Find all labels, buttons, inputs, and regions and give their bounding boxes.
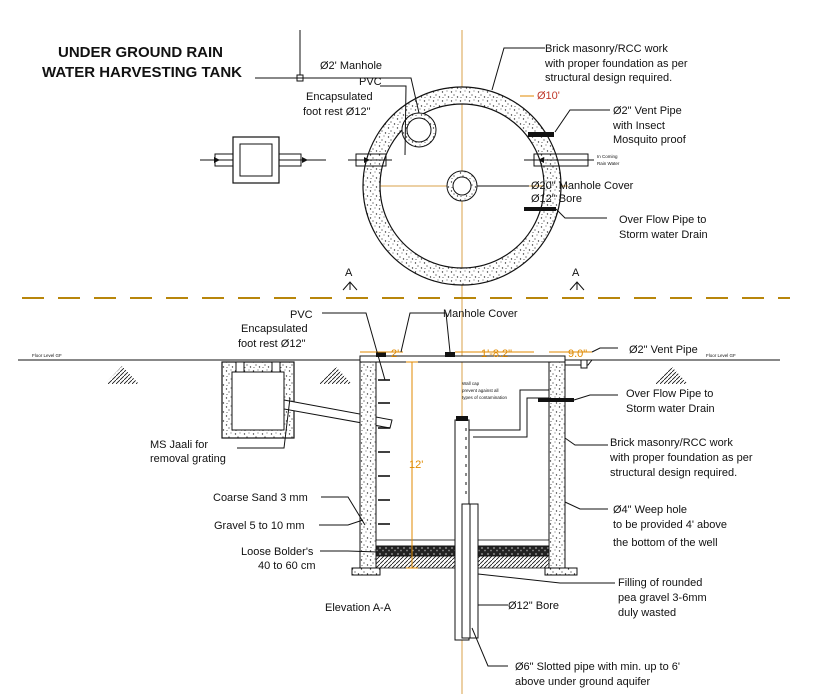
plan-manhole bbox=[401, 112, 437, 148]
plan-leaders bbox=[255, 30, 610, 219]
foot-rests bbox=[378, 379, 390, 525]
plan-overflow-pipe bbox=[524, 207, 556, 211]
plan-vent-line-2: with Insect bbox=[612, 120, 665, 132]
tank-left-wall bbox=[351, 359, 381, 576]
plan-pvc-line-1: PVC bbox=[359, 76, 382, 88]
plan-masonry-line-3: structural design required. bbox=[545, 72, 672, 84]
elev-pvc-line-1: PVC bbox=[290, 309, 313, 321]
plan-cover-label: Ø20" Manhole Cover bbox=[531, 180, 634, 192]
slotted-line-1: Ø6" Slotted pipe with min. up to 6' bbox=[515, 661, 680, 673]
boulder-line-1: Loose Bolder's bbox=[241, 546, 314, 558]
plan-pvc-line-3: foot rest Ø12" bbox=[303, 106, 371, 118]
weep-line-2: to be provided 4' above bbox=[613, 519, 727, 531]
filling-line-2: pea gravel 3-6mm bbox=[618, 592, 707, 604]
coarse-sand-label: Coarse Sand 3 mm bbox=[213, 492, 308, 504]
plan-vent-line-1: Ø2" Vent Pipe bbox=[613, 105, 682, 117]
ground-label-right: Floor Level GF bbox=[706, 353, 736, 358]
plan-overflow-line-1: Over Flow Pipe to bbox=[619, 214, 706, 226]
plan-vent-line-3: Mosquito proof bbox=[613, 134, 687, 146]
jaali-line-2: removal grating bbox=[150, 453, 226, 465]
drawing-title: UNDER GROUND RAIN WATER HARVESTING TANK bbox=[42, 44, 242, 81]
plan-manhole-cover bbox=[446, 170, 478, 202]
earth-symbols bbox=[105, 366, 688, 384]
elev-overflow-line-1: Over Flow Pipe to bbox=[626, 388, 713, 400]
elevation-view: Floor Level GF Floor Level GF bbox=[18, 308, 780, 688]
bore-pipe bbox=[454, 416, 479, 641]
tank-top-slab bbox=[359, 355, 566, 363]
wall-cap-line-2: prevent against all bbox=[462, 388, 499, 393]
plan-masonry-line-2: with proper foundation as per bbox=[544, 58, 688, 70]
section-mark-left: A bbox=[342, 267, 358, 291]
elev-vent-label: Ø2" Vent Pipe bbox=[629, 344, 698, 356]
section-mark-right: A bbox=[569, 267, 585, 291]
section-mark-right-label: A bbox=[572, 267, 580, 279]
elev-masonry-line-1: Brick masonry/RCC work bbox=[610, 437, 733, 449]
elev-bore-label: Ø12" Bore bbox=[508, 600, 559, 612]
wall-cap-line-3: types of contamination bbox=[462, 395, 508, 400]
plan-manhole-label: Ø2' Manhole bbox=[320, 60, 382, 72]
dim-right-label: 9.0" bbox=[568, 348, 587, 360]
manhole-frame-right bbox=[445, 352, 455, 357]
elevation-leaders bbox=[237, 312, 618, 667]
plan-incoming-pipe bbox=[524, 153, 594, 167]
depth-dimension bbox=[406, 361, 418, 569]
tank-right-wall bbox=[544, 359, 578, 576]
weep-line-1: Ø4" Weep hole bbox=[613, 504, 687, 516]
dim-mid-label: 1'-8.2" bbox=[481, 348, 512, 360]
vent-and-overflow-piping bbox=[469, 359, 593, 438]
elev-manhole-cover-label: Manhole Cover bbox=[443, 308, 518, 320]
slotted-line-2: above under ground aquifer bbox=[515, 676, 650, 688]
plan-overflow-line-2: Storm water Drain bbox=[619, 229, 708, 241]
weep-line-3: the bottom of the well bbox=[613, 537, 718, 549]
plan-tank-ring-wall bbox=[362, 86, 562, 286]
wall-cap-line-1: Wall cap bbox=[462, 381, 480, 386]
title-line-2: WATER HARVESTING TANK bbox=[42, 64, 242, 81]
filling-line-3: duly wasted bbox=[618, 607, 676, 619]
boulder-line-2: 40 to 60 cm bbox=[258, 560, 315, 572]
elev-pvc-line-3: foot rest Ø12" bbox=[238, 338, 306, 350]
elev-pvc-line-2: Encapsulated bbox=[241, 323, 308, 335]
plan-view: A A Ø2' Manhole PVC Encapsulated foot re… bbox=[200, 30, 708, 694]
plan-diameter-label: Ø10' bbox=[537, 90, 560, 102]
plan-inlet-pipe bbox=[348, 153, 392, 167]
jaali-line-1: MS Jaali for bbox=[150, 439, 208, 451]
plan-masonry-line-1: Brick masonry/RCC work bbox=[545, 43, 668, 55]
plan-pvc-line-2: Encapsulated bbox=[306, 91, 373, 103]
elevation-inlet-chamber bbox=[221, 361, 393, 439]
gravel-label: Gravel 5 to 10 mm bbox=[214, 520, 304, 532]
filling-line-1: Filling of rounded bbox=[618, 577, 702, 589]
elev-masonry-line-2: with proper foundation as per bbox=[609, 452, 753, 464]
dim-left-label: 2' bbox=[391, 348, 399, 360]
ground-label-left: Floor Level GF bbox=[32, 353, 62, 358]
manhole-frame-left bbox=[376, 352, 386, 357]
elev-overflow-line-2: Storm water Drain bbox=[626, 403, 715, 415]
plan-vent-pipe bbox=[528, 132, 554, 137]
plan-incoming-line-2: Rain Water bbox=[597, 161, 620, 166]
depth-label: 12' bbox=[409, 459, 423, 471]
plan-bore-label: Ø12" Bore bbox=[531, 193, 582, 205]
plan-inlet-chamber bbox=[200, 136, 326, 184]
plan-incoming-line-1: In Coming bbox=[597, 154, 618, 159]
title-line-1: UNDER GROUND RAIN bbox=[58, 44, 223, 61]
section-mark-left-label: A bbox=[345, 267, 353, 279]
elevation-caption: Elevation A-A bbox=[325, 602, 392, 614]
elev-masonry-line-3: structural design required. bbox=[610, 467, 737, 479]
